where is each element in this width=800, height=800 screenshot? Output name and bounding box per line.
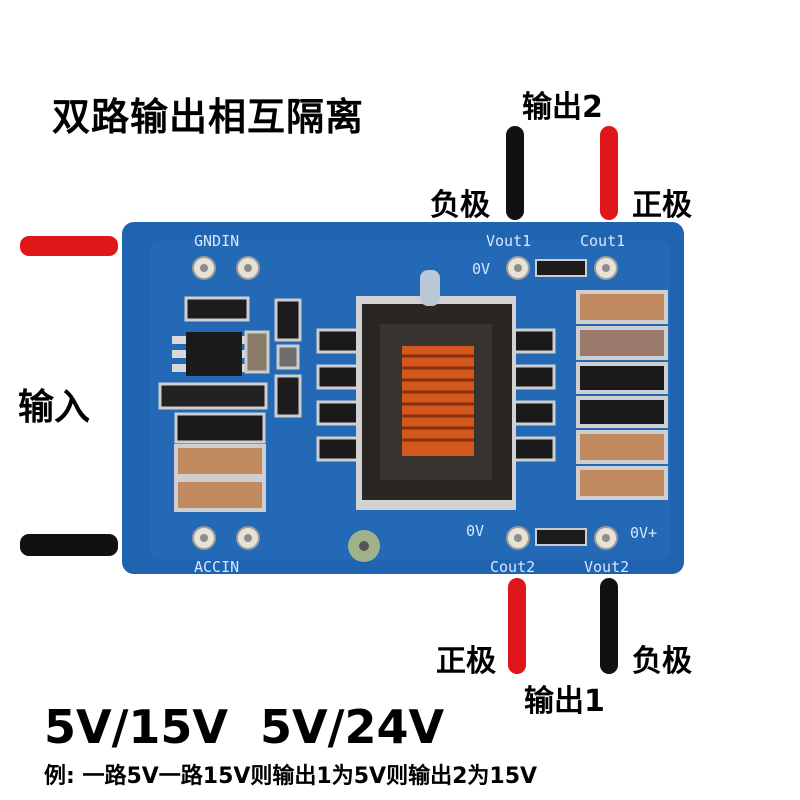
smd-part-mid-2 [276, 344, 300, 370]
resistor-top [535, 259, 587, 277]
output2-label: 输出2 [522, 90, 603, 125]
silk-0v-top: 0V [472, 260, 490, 278]
capacitor-right-1 [576, 290, 668, 324]
capacitor-left-2 [174, 478, 266, 512]
smd-diode-right-2 [576, 396, 668, 428]
smd-diode-3 [174, 412, 266, 444]
output1-label: 输出1 [524, 684, 605, 719]
capacitor-right-4 [576, 466, 668, 500]
smd-part-mid-1 [274, 298, 302, 342]
transformer-coil [402, 346, 474, 456]
output2-negative-label: 负极 [430, 188, 490, 223]
smd-diode-right-1 [576, 362, 668, 394]
input-label: 输入 [18, 387, 91, 428]
silk-accin: ACCIN [194, 558, 239, 576]
capacitor-left-1 [174, 444, 266, 478]
silk-vout1: Vout1 [486, 232, 531, 250]
input-positive-wire [20, 236, 118, 256]
smd-capacitor-small [244, 330, 270, 374]
output2-positive-label: 正极 [632, 188, 692, 223]
silk-0v-bottom: 0V [466, 522, 484, 540]
input-negative-wire [20, 534, 118, 556]
silk-cout2: Cout2 [490, 558, 535, 576]
title-text: 双路输出相互隔离 [52, 95, 365, 139]
transformer-tab [420, 270, 440, 306]
silk-gndin: GNDIN [194, 232, 239, 250]
output1-positive-wire [508, 578, 526, 674]
regulator-ic [186, 332, 242, 376]
silk-0v-plus: 0V+ [630, 524, 657, 542]
output1-positive-label: 正极 [436, 644, 496, 679]
smd-diode-1 [184, 296, 250, 322]
spec-text: 5V/15V 5V/24V [44, 700, 445, 754]
smd-part-mid-3 [274, 374, 302, 418]
output1-negative-wire [600, 578, 618, 674]
silk-cout1: Cout1 [580, 232, 625, 250]
output1-negative-label: 负极 [632, 644, 692, 679]
output2-positive-wire [600, 126, 618, 220]
capacitor-right-3 [576, 430, 668, 464]
capacitor-right-2 [576, 326, 668, 360]
smd-diode-2 [158, 382, 268, 410]
example-text: 例: 一路5V一路15V则输出1为5V则输出2为15V [44, 764, 538, 789]
resistor-bottom [535, 528, 587, 546]
output2-negative-wire [506, 126, 524, 220]
silk-vout2: Vout2 [584, 558, 629, 576]
